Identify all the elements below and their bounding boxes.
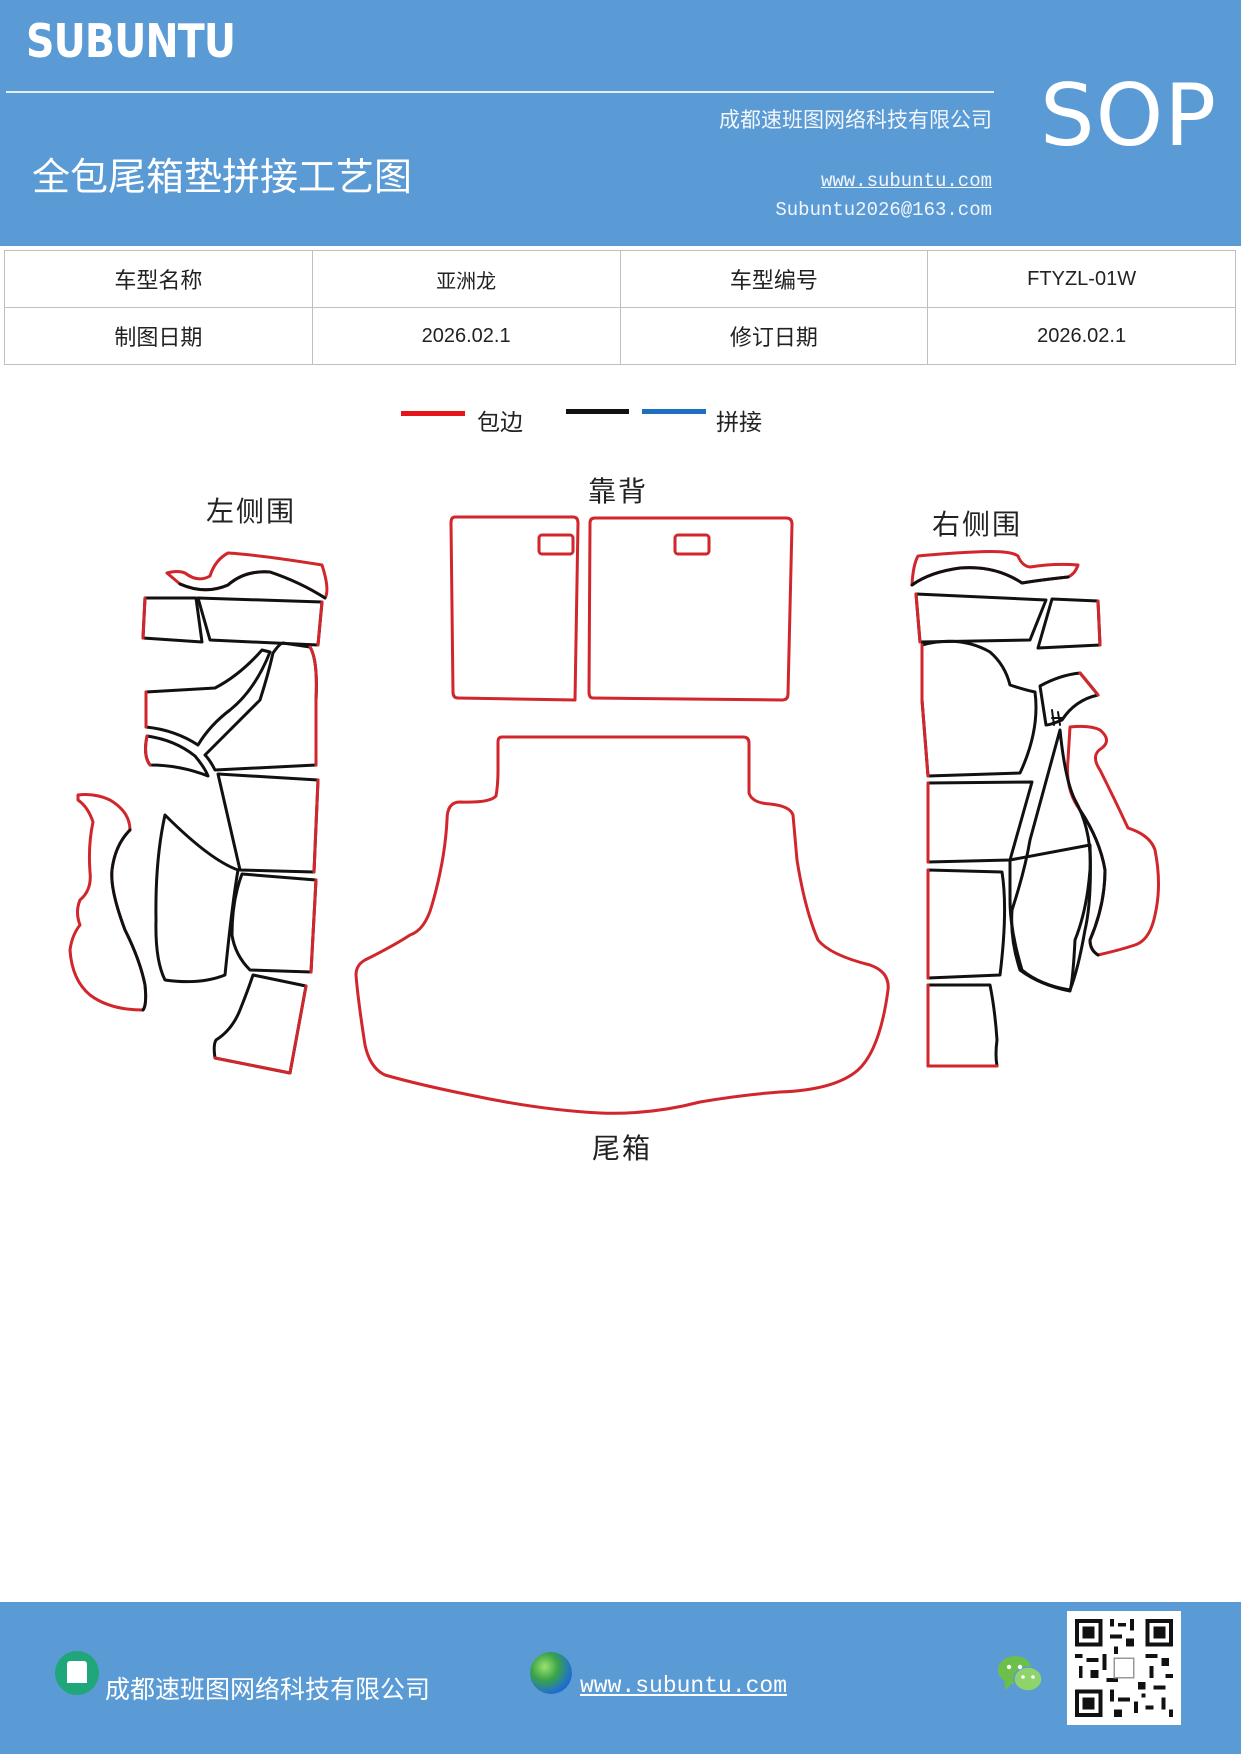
header-website-link[interactable]: www.subuntu.com: [820, 170, 992, 192]
model-code-label: 车型编号: [619, 250, 929, 308]
left-panel-a: [141, 596, 204, 644]
table-row: 车型名称 亚洲龙 车型编号 FTYZL-01W: [4, 250, 1236, 308]
model-name-value: 亚洲龙: [311, 250, 621, 308]
header-divider: [6, 91, 994, 93]
right-panel-e: [926, 780, 1034, 864]
right-panel-d: [1038, 671, 1100, 727]
legend-edge-label: 包边: [477, 410, 523, 436]
footer-website-link[interactable]: www.subuntu.com: [580, 1673, 788, 1699]
left-panel-c: [144, 648, 272, 747]
backrest-left-notch: [537, 533, 575, 556]
left-panel-d: [203, 641, 318, 772]
left-panel-h: [230, 872, 318, 974]
document-title: 全包尾箱垫拼接工艺图: [32, 155, 413, 199]
vehicle-info-table: 车型名称 亚洲龙 车型编号 FTYZL-01W 制图日期 2026.02.1 修…: [4, 250, 1236, 365]
right-panel-f: [1010, 728, 1092, 993]
footer-company-name: 成都速班图网络科技有限公司: [105, 1675, 431, 1704]
right-panel-a: [914, 592, 1048, 644]
trunk-floor-panel: [354, 735, 890, 1115]
backrest-right-panel: [587, 516, 794, 702]
qr-code: [1067, 1611, 1181, 1725]
header-banner: [0, 0, 1241, 246]
right-side-label: 右侧围: [932, 508, 1023, 541]
backrest-panels: [449, 515, 794, 702]
header-email[interactable]: Subuntu2026@163.com: [775, 199, 992, 221]
wechat-icon[interactable]: [996, 1652, 1044, 1696]
draw-date-label: 制图日期: [4, 307, 313, 365]
right-panel-g: [926, 868, 1007, 980]
left-side-panels: [68, 551, 329, 1075]
legend-black-swatch: [566, 409, 629, 414]
left-panel-i: [212, 973, 308, 1075]
header-company-name: 成都速班图网络科技有限公司: [719, 108, 992, 132]
left-panel-f: [216, 772, 320, 874]
right-panel-b: [1036, 597, 1102, 650]
draw-date-value: 2026.02.1: [311, 307, 621, 365]
right-panel-i: [926, 983, 999, 1068]
building-icon: [55, 1651, 99, 1695]
brand-logo: SUBUNTU: [26, 14, 236, 68]
revision-date-value: 2026.02.1: [927, 307, 1236, 365]
legend-seam-label: 拼接: [716, 410, 762, 436]
backrest-left-panel: [449, 515, 580, 702]
table-row: 制图日期 2026.02.1 修订日期 2026.02.1: [4, 307, 1236, 365]
left-outer-curve: [68, 793, 148, 1012]
legend-seam-swatch: [642, 409, 706, 414]
globe-icon: [530, 1652, 572, 1694]
backrest-label: 靠背: [588, 475, 649, 508]
right-panel-c: [920, 639, 1038, 778]
left-side-label: 左侧围: [206, 495, 297, 528]
revision-date-label: 修订日期: [619, 307, 929, 365]
left-panel-g: [154, 813, 240, 984]
trunk-mat-diagram: [68, 515, 1160, 1115]
model-code-value: FTYZL-01W: [927, 250, 1236, 308]
legend-edge-swatch: [401, 411, 465, 416]
model-name-label: 车型名称: [4, 250, 313, 308]
trunk-label: 尾箱: [592, 1132, 653, 1165]
sop-badge: SOP: [1040, 66, 1218, 166]
left-panel-b: [196, 596, 324, 647]
right-side-panels: [910, 550, 1160, 1068]
right-panel-h: [1008, 843, 1092, 992]
backrest-right-notch: [673, 533, 711, 556]
